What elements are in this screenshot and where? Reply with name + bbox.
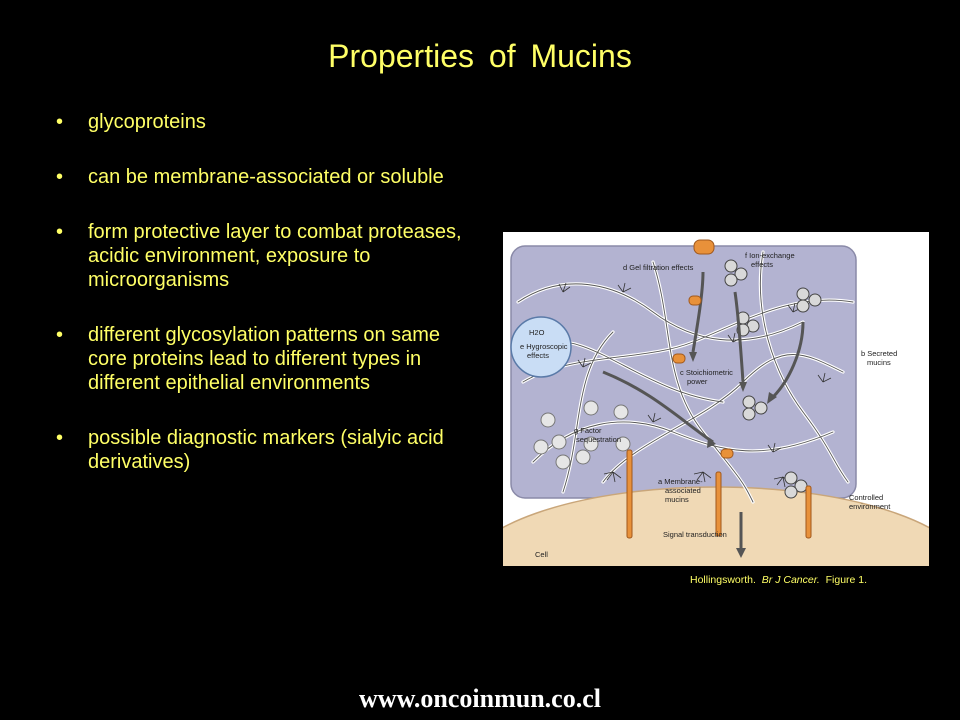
bullet-text: form protective layer to combat protease… <box>88 221 462 291</box>
caption-author: Hollingsworth. <box>690 574 756 586</box>
bullet-item: • different glycosylation patterns on sam… <box>52 323 472 395</box>
label-signal-transduction: Signal transduction <box>663 530 727 539</box>
label-gel-filtration: d Gel filtration effects <box>623 263 694 272</box>
label-membrane-2: associated <box>665 486 701 495</box>
figure-caption: Hollingsworth. Br J Cancer. Figure 1. <box>690 574 867 586</box>
label-cell: Cell <box>535 550 548 559</box>
glycan-tufts <box>558 282 832 488</box>
label-controlled: Controlled <box>849 493 883 502</box>
bullet-text: can be membrane-associated or soluble <box>88 166 444 188</box>
label-ion-exchange-2: effects <box>751 260 773 269</box>
label-ion-exchange: f Ion-exchange <box>745 251 795 260</box>
label-hygroscopic: e Hygroscopic <box>520 342 568 351</box>
bullet-dot: • <box>56 427 64 449</box>
label-stoichiometric-2: power <box>687 377 708 386</box>
bullet-dot: • <box>56 166 64 188</box>
bullet-item: • can be membrane-associated or soluble <box>52 165 472 189</box>
mucin-diagram: d Gel filtration effects f Ion-exchange … <box>503 239 929 566</box>
label-secreted-2: mucins <box>867 358 891 367</box>
label-factor: g Factor <box>574 426 602 435</box>
bullet-text: glycoproteins <box>88 111 206 133</box>
mucin-figure: d Gel filtration effects f Ion-exchange … <box>503 232 929 566</box>
bullet-dot: • <box>56 111 64 133</box>
arrowheads <box>689 352 777 558</box>
bullet-text: possible diagnostic markers (sialyic aci… <box>88 427 444 473</box>
bullet-item: • form protective layer to combat proteas… <box>52 220 472 292</box>
slide-title: Properties of Mucins <box>328 38 632 74</box>
label-secreted: b Secreted <box>861 349 897 358</box>
bullet-item: • possible diagnostic markers (sialyic ac… <box>52 426 472 474</box>
caption-journal: Br J Cancer. <box>761 574 820 586</box>
caption-figure: Figure 1. <box>825 574 868 586</box>
label-membrane-3: mucins <box>665 495 689 504</box>
ion-circles <box>724 259 822 499</box>
bullet-item: • glycoproteins <box>52 110 472 134</box>
footer-url: www.oncoinmun.co.cl <box>359 684 601 713</box>
label-controlled-2: environment <box>849 502 891 511</box>
bullet-dot: • <box>56 221 64 243</box>
hygroscopic-bubble <box>510 316 572 378</box>
arrows <box>602 271 805 550</box>
label-factor-2: sequestration <box>576 435 621 444</box>
label-hygroscopic-2: effects <box>527 351 549 360</box>
bullet-dot: • <box>56 324 64 346</box>
bullet-text: different glycosylation patterns on same… <box>88 324 441 394</box>
label-h2o: H2O <box>529 328 545 337</box>
bullet-list: • glycoproteins • can be membrane-associat… <box>52 110 472 505</box>
label-membrane: a Membrane- <box>658 477 703 486</box>
factor-spheres <box>533 400 631 470</box>
diagram-labels: d Gel filtration effects f Ion-exchange … <box>520 251 897 559</box>
orange-factors <box>626 239 812 539</box>
label-stoichiometric: c Stoichiometric <box>680 368 733 377</box>
